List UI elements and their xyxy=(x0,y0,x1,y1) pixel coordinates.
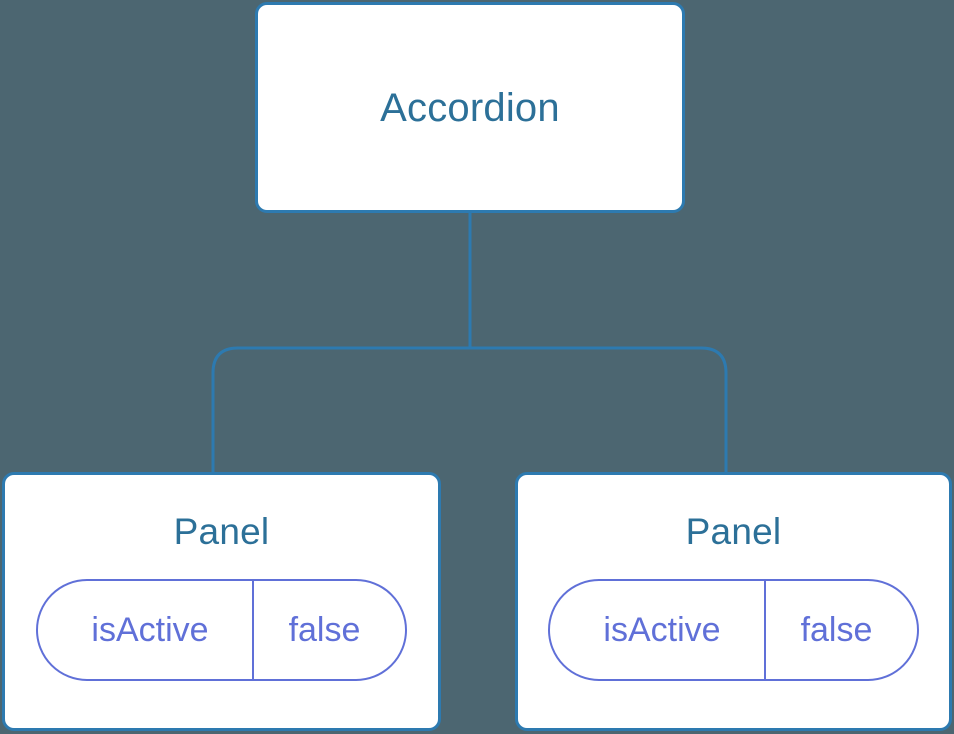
edge-accordion-to-panel-left xyxy=(211,346,470,474)
node-panel-left-title: Panel xyxy=(173,511,270,552)
node-panel-right-title: Panel xyxy=(685,511,782,552)
node-panel-left[interactable]: Panel isActive false xyxy=(2,472,441,731)
edge-accordion-to-panel-right xyxy=(470,346,728,474)
state-badge-key: isActive xyxy=(603,611,721,649)
state-badge-value: false xyxy=(252,581,405,679)
state-badge-panel-left[interactable]: isActive false xyxy=(36,579,407,681)
state-badge-key: isActive xyxy=(91,611,209,649)
node-accordion[interactable]: Accordion xyxy=(255,2,685,213)
node-panel-right[interactable]: Panel isActive false xyxy=(515,472,952,731)
node-accordion-title: Accordion xyxy=(380,85,560,130)
state-badge-value: false xyxy=(764,581,917,679)
state-badge-panel-right[interactable]: isActive false xyxy=(548,579,919,681)
